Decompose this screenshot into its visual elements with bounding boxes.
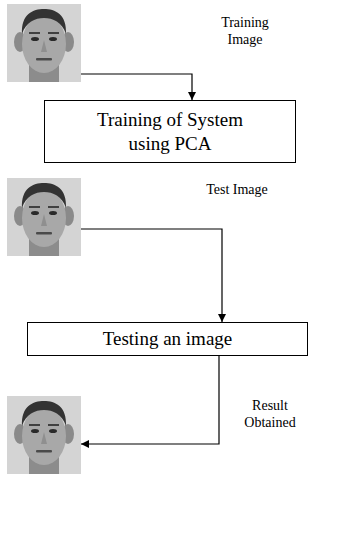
image-label: Test Image [199,182,275,199]
process-box: Testing an image [27,322,308,356]
training-face [7,4,81,82]
box-text: Training of System using PCA [80,108,260,156]
arrow [81,352,219,444]
arrow [81,74,192,100]
process-box: Training of System using PCA [44,100,296,163]
image-label: Training Image [207,15,283,49]
arrow [81,229,222,322]
test-face [7,178,81,256]
image-label: Result Obtained [232,398,308,432]
box-text: Testing an image [103,327,233,351]
result-face [7,396,81,474]
